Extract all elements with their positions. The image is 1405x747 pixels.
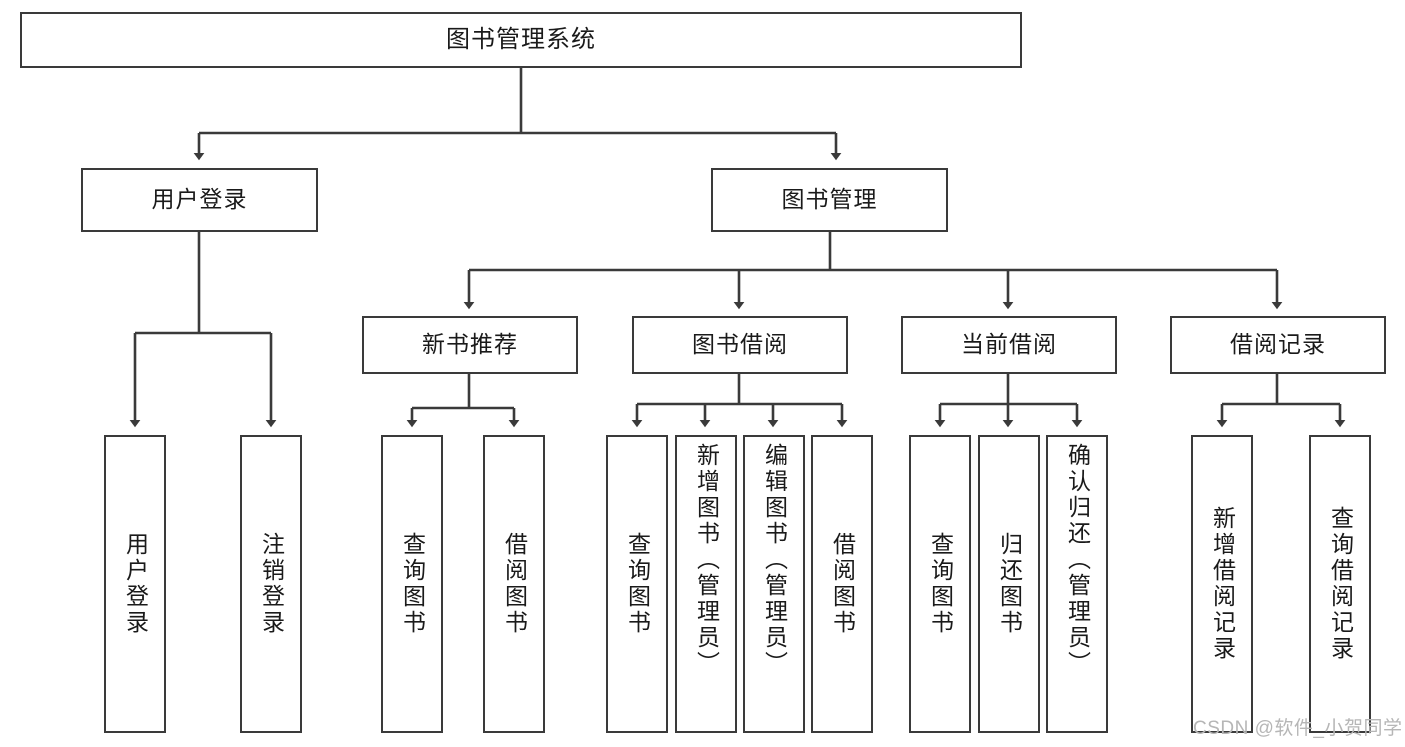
node-leaf-logout-label: 注销登录 [258, 532, 285, 636]
node-leaf-borrow-book[interactable]: 借阅图书 [811, 435, 873, 733]
node-leaf-query-borrow-record-label: 查询借阅记录 [1327, 506, 1354, 662]
node-root-book-management-system[interactable]: 图书管理系统 [20, 12, 1022, 68]
node-borrow-record-label: 借阅记录 [1230, 331, 1326, 358]
node-leaf-confirm-return-admin-label: 确认归还（管理员） [1064, 443, 1091, 677]
node-current-borrow[interactable]: 当前借阅 [901, 316, 1117, 374]
node-root-label: 图书管理系统 [446, 25, 596, 53]
node-book-management-label: 图书管理 [781, 186, 878, 213]
node-user-login-label: 用户登录 [151, 186, 248, 213]
node-leaf-edit-book-admin[interactable]: 编辑图书（管理员） [743, 435, 805, 733]
node-book-borrow[interactable]: 图书借阅 [632, 316, 848, 374]
csdn-watermark: CSDN @软件_小贺同学 [1193, 718, 1403, 739]
node-leaf-borrow-book-newbook-label: 借阅图书 [501, 532, 528, 636]
node-leaf-logout[interactable]: 注销登录 [240, 435, 302, 733]
node-leaf-borrow-book-newbook[interactable]: 借阅图书 [483, 435, 545, 733]
node-book-management[interactable]: 图书管理 [711, 168, 948, 232]
node-leaf-query-book-borrow[interactable]: 查询图书 [606, 435, 668, 733]
node-leaf-add-borrow-record-label: 新增借阅记录 [1209, 506, 1236, 662]
node-leaf-return-book-label: 归还图书 [996, 532, 1023, 636]
node-leaf-add-book-admin-label: 新增图书（管理员） [693, 443, 720, 677]
node-leaf-user-login-label: 用户登录 [122, 532, 149, 636]
node-new-book-recommend-label: 新书推荐 [422, 331, 518, 358]
node-user-login[interactable]: 用户登录 [81, 168, 318, 232]
node-leaf-confirm-return-admin[interactable]: 确认归还（管理员） [1046, 435, 1108, 733]
node-leaf-query-book-newbook-label: 查询图书 [399, 532, 426, 636]
node-current-borrow-label: 当前借阅 [961, 331, 1057, 358]
node-leaf-edit-book-admin-label: 编辑图书（管理员） [761, 443, 788, 677]
node-leaf-borrow-book-label: 借阅图书 [829, 532, 856, 636]
node-leaf-add-borrow-record[interactable]: 新增借阅记录 [1191, 435, 1253, 733]
node-borrow-record[interactable]: 借阅记录 [1170, 316, 1386, 374]
node-leaf-add-book-admin[interactable]: 新增图书（管理员） [675, 435, 737, 733]
node-leaf-query-book-newbook[interactable]: 查询图书 [381, 435, 443, 733]
node-leaf-query-book-current[interactable]: 查询图书 [909, 435, 971, 733]
node-leaf-query-book-current-label: 查询图书 [927, 532, 954, 636]
node-leaf-query-borrow-record[interactable]: 查询借阅记录 [1309, 435, 1371, 733]
node-leaf-user-login[interactable]: 用户登录 [104, 435, 166, 733]
node-leaf-query-book-borrow-label: 查询图书 [624, 532, 651, 636]
node-book-borrow-label: 图书借阅 [692, 331, 788, 358]
node-new-book-recommend[interactable]: 新书推荐 [362, 316, 578, 374]
node-leaf-return-book[interactable]: 归还图书 [978, 435, 1040, 733]
